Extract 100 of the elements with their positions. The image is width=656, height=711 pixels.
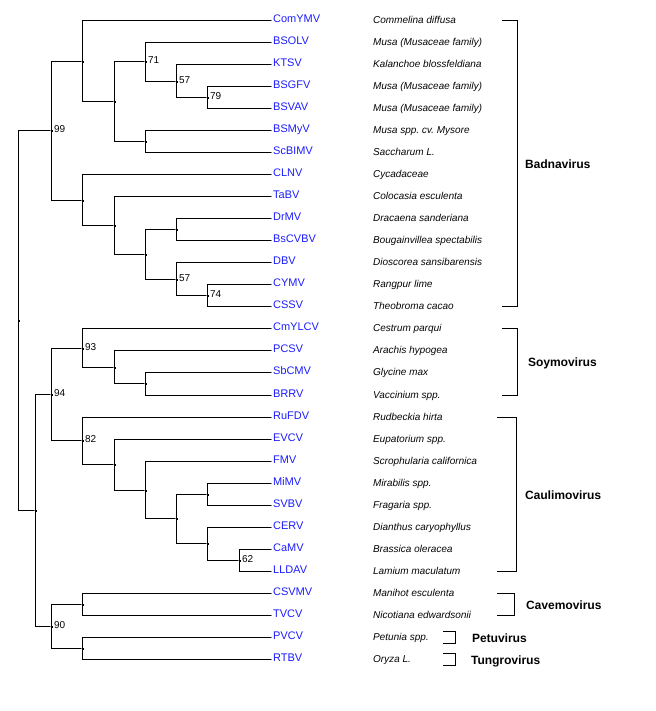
host-name: Brassica oleracea <box>373 542 452 556</box>
genus-label: Cavemovirus <box>526 598 602 612</box>
genus-label: Badnavirus <box>525 156 590 170</box>
tree-branch <box>145 461 272 491</box>
taxon-label: BRRV <box>273 388 304 400</box>
taxon-label: BsCVBV <box>273 233 316 246</box>
host-name: Dracaena sanderiana <box>373 212 469 226</box>
tree-branch <box>207 295 272 307</box>
taxon-label: BSMyV <box>273 123 310 136</box>
tree-branch <box>51 130 82 201</box>
tree-branch <box>145 254 176 280</box>
host-name: Musa spp. cv. Mysore <box>373 124 470 138</box>
genus-label: Caulimovirus <box>525 488 602 502</box>
host-name: Fragaria spp. <box>373 498 432 512</box>
tree-branch <box>82 637 272 649</box>
tree-branch <box>82 593 272 605</box>
taxon-label: CLNV <box>273 167 302 180</box>
tree-branch <box>51 604 82 627</box>
bootstrap-value: 90 <box>54 620 66 632</box>
tree-branch <box>239 560 272 572</box>
host-name: Cestrum parqui <box>373 322 442 336</box>
tree-branch <box>176 518 207 544</box>
tree-branch <box>207 494 272 506</box>
bootstrap-value: 94 <box>54 388 66 400</box>
host-name: Colocasia esculenta <box>373 190 462 204</box>
taxon-label: DBV <box>273 255 296 268</box>
host-name: Vaccinium spp. <box>373 388 440 402</box>
tree-branch <box>239 549 272 561</box>
taxon-label: CYMV <box>273 277 305 290</box>
taxon-label: CERV <box>273 520 304 533</box>
tree-branch <box>207 543 239 561</box>
bootstrap-value: 57 <box>179 75 190 87</box>
taxon-label: PVCV <box>273 630 303 643</box>
host-name: Cycadaceae <box>373 168 429 182</box>
tree-branch <box>145 61 176 82</box>
tree-branch <box>51 348 82 395</box>
tree-branch <box>82 648 272 660</box>
host-name: Glycine max <box>373 366 428 380</box>
host-name: Lamium maculatum <box>373 564 460 578</box>
host-name: Oryza L. <box>373 652 411 666</box>
taxon-label: FMV <box>273 454 296 467</box>
tree-branch <box>114 101 145 142</box>
tree-branch <box>82 174 272 201</box>
tree-branch <box>176 262 272 280</box>
taxon-label: BSGFV <box>273 79 310 92</box>
host-name: Dianthus caryophyllus <box>373 520 471 534</box>
tree-branch <box>82 328 272 349</box>
tree-branch <box>176 64 272 82</box>
tree-branch <box>82 200 114 226</box>
tree-branch <box>114 350 272 368</box>
taxon-label: DrMV <box>273 211 302 224</box>
tree-branch <box>51 61 82 131</box>
taxon-label: BSOLV <box>273 35 309 48</box>
host-name: Rangpur lime <box>373 278 432 292</box>
tree-branch <box>114 225 145 255</box>
bootstrap-value: 71 <box>148 55 160 67</box>
tree-branch <box>114 61 145 102</box>
host-name: Mirabilis spp. <box>373 476 432 490</box>
taxon-label: BSVAV <box>273 101 308 114</box>
host-name: Musa (Musaceae family) <box>373 36 482 50</box>
tree-branch <box>145 229 176 255</box>
taxon-label: SVBV <box>273 498 302 511</box>
bootstrap-value: 62 <box>242 554 254 566</box>
host-name: Dioscorea sansibarensis <box>373 256 482 270</box>
host-name: Bougainvillea spectabilis <box>373 234 482 248</box>
taxon-label: ComYMV <box>273 13 320 26</box>
taxon-label: SbCMV <box>273 365 311 378</box>
tree-branch <box>145 141 272 153</box>
host-name: Nicotiana edwardsonii <box>373 608 471 622</box>
host-name: Commelina diffusa <box>373 14 456 27</box>
tree-branch <box>18 320 35 511</box>
host-name: Eupatorium spp. <box>373 432 446 446</box>
tree-branch <box>114 439 272 465</box>
host-name: Musa (Musaceae family) <box>373 102 482 116</box>
host-name: Rudbeckia hirta <box>373 410 442 424</box>
taxon-label: ScBIMV <box>273 145 313 158</box>
tree-branch <box>18 130 51 321</box>
host-name: Petunia spp. <box>373 630 429 644</box>
tree-branch <box>145 383 272 396</box>
tree-branch <box>35 510 51 627</box>
taxon-label: EVCV <box>273 432 303 445</box>
tree-branch <box>35 394 51 511</box>
taxon-label: CmYLCV <box>273 321 319 334</box>
tree-branch <box>51 394 82 441</box>
tree-branch <box>51 626 82 649</box>
taxon-label: RuFDV <box>273 410 310 423</box>
tree-branch <box>82 20 272 62</box>
bootstrap-value: 93 <box>85 342 96 354</box>
tree-branch <box>176 218 272 230</box>
host-name: Kalanchoe blossfeldiana <box>373 58 482 72</box>
taxon-label: KTSV <box>273 57 302 70</box>
bootstrap-value: 79 <box>210 91 222 103</box>
tree-branch <box>82 604 272 616</box>
taxon-label: CSSV <box>273 299 303 312</box>
tree-branch <box>114 196 272 226</box>
tree-branch <box>207 527 272 544</box>
tree-branch <box>207 284 272 296</box>
tree-branch <box>145 372 272 384</box>
tree-branch <box>82 348 114 368</box>
tree-branch <box>145 490 176 519</box>
